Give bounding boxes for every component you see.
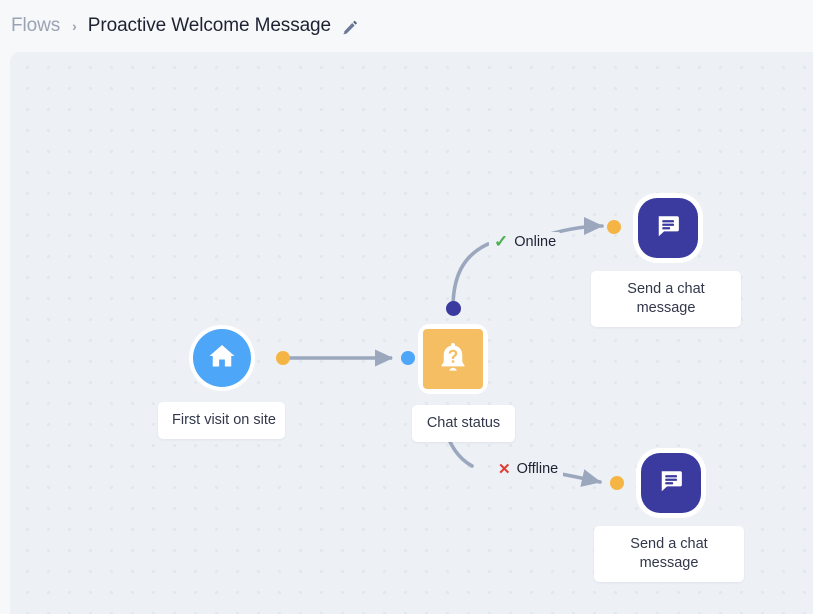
node-chat-status[interactable]: [418, 324, 488, 394]
edge-label-offline-text: Offline: [516, 461, 559, 477]
flow-canvas[interactable]: First visit on site Chat status: [10, 52, 813, 614]
node-trigger-shape[interactable]: [189, 325, 255, 391]
node-action-offline-shape[interactable]: [636, 448, 706, 518]
node-action-online-shape[interactable]: [633, 193, 703, 263]
node-first-visit-on-site[interactable]: [189, 325, 255, 391]
breadcrumb-separator-icon: ›: [72, 18, 77, 34]
edge-label-offline[interactable]: ✕ Offline: [493, 460, 564, 478]
bell-question-icon: [437, 340, 469, 379]
cross-icon: ✕: [498, 460, 511, 478]
port-action-offline-input[interactable]: [610, 476, 624, 490]
node-send-chat-message-offline[interactable]: [636, 448, 706, 518]
pencil-icon[interactable]: [342, 19, 359, 36]
node-condition-shape[interactable]: [418, 324, 488, 394]
node-label-chat-status[interactable]: Chat status: [412, 405, 515, 442]
chat-bubble-icon: [656, 466, 686, 501]
port-condition-input[interactable]: [401, 351, 415, 365]
check-icon: ✓: [494, 232, 509, 251]
port-condition-output[interactable]: [446, 301, 461, 316]
port-action-online-input[interactable]: [607, 220, 621, 234]
breadcrumb-header: Flows › Proactive Welcome Message: [0, 0, 813, 52]
chat-bubble-icon: [653, 211, 683, 246]
port-trigger-output[interactable]: [276, 351, 290, 365]
node-label-first-visit-on-site[interactable]: First visit on site: [158, 402, 285, 439]
node-label-send-chat-message-offline[interactable]: Send a chat message: [594, 526, 744, 582]
node-label-send-chat-message-online[interactable]: Send a chat message: [591, 271, 741, 327]
home-icon: [207, 341, 237, 376]
page-title: Proactive Welcome Message: [87, 15, 331, 36]
node-send-chat-message-online[interactable]: [633, 193, 703, 263]
edge-label-online[interactable]: ✓ Online: [489, 232, 562, 251]
edge-label-online-text: Online: [514, 233, 557, 250]
breadcrumb-link-flows[interactable]: Flows: [11, 15, 61, 36]
